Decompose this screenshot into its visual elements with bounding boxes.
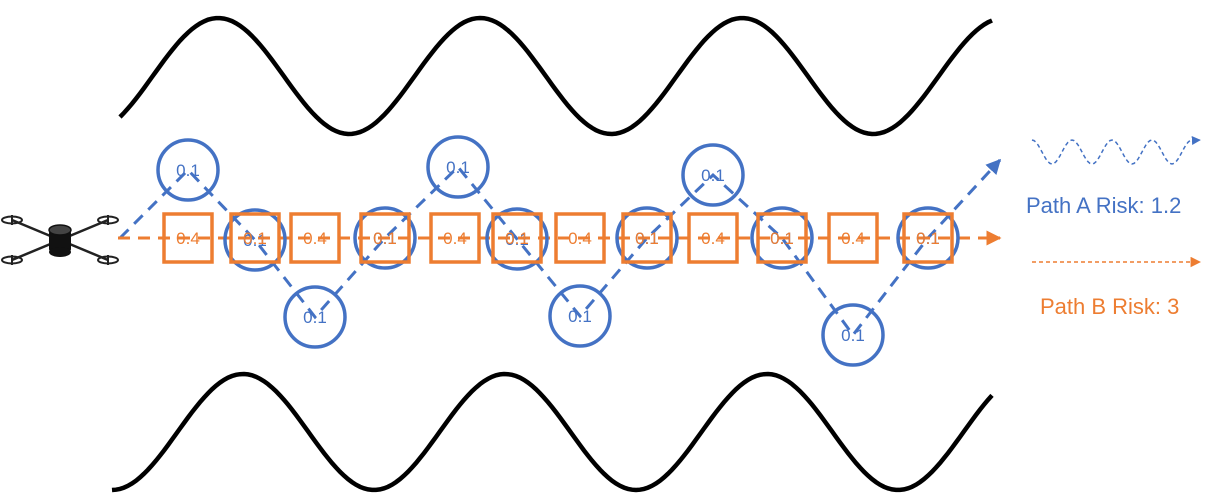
path-a-node-6 <box>485 207 549 271</box>
legend-path-a-label: Path A Risk: 1.2 <box>1026 193 1181 218</box>
path-b-cell-label: 0.1 <box>505 229 529 248</box>
path-b-cell-label: 0.1 <box>635 229 659 248</box>
path-b-cell-label: 0.4 <box>701 229 725 248</box>
drone-icon <box>1 215 119 265</box>
path-a-nodes: 0.1 0.1 0.1 0.1 0.1 0.1 0.1 0.1 0.1 0.1 0.1 0.1 <box>156 135 960 367</box>
path-b-cell-7 <box>554 212 606 264</box>
path-b-cell-12 <box>902 212 954 264</box>
path-b-cell-2 <box>229 212 281 264</box>
path-b-cell-label: 0.4 <box>443 229 467 248</box>
path-a-node-5 <box>426 135 490 199</box>
path-b-cell-1 <box>162 212 214 264</box>
path-a-node-label: 0.1 <box>841 326 865 345</box>
path-a-node-label: 0.1 <box>770 229 794 248</box>
path-a-node-label: 0.1 <box>568 307 592 326</box>
path-a-node-label: 0.1 <box>916 229 940 248</box>
path-a-node-label: 0.1 <box>635 229 659 248</box>
path-a-route <box>118 158 1002 338</box>
path-b-cells: 0.4 0.1 0.4 0.1 0.4 0.1 0.4 0.1 0.4 0.1 0.4 0.1 <box>162 212 954 264</box>
path-a-node-4 <box>353 206 417 270</box>
path-a-node-12 <box>896 206 960 270</box>
path-b-cell-11 <box>827 212 879 264</box>
path-b-cell-6 <box>491 212 543 264</box>
legend-path-a-line <box>1031 135 1201 165</box>
path-b-cell-9 <box>687 212 739 264</box>
path-a-node-label: 0.1 <box>303 308 327 327</box>
path-a-node-11 <box>821 303 885 367</box>
path-b-cell-label: 0.4 <box>303 229 327 248</box>
bottom-wall <box>111 371 994 493</box>
path-a-node-9 <box>681 143 745 207</box>
path-a-node-7 <box>548 284 612 348</box>
path-b-cell-label: 0.1 <box>770 229 794 248</box>
path-a-node-label: 0.1 <box>176 161 200 180</box>
path-a-node-10 <box>750 206 814 270</box>
path-a-node-8 <box>615 206 679 270</box>
path-b-cell-label: 0.1 <box>916 229 940 248</box>
path-a-node-label: 0.1 <box>446 158 470 177</box>
path-a-node-1 <box>156 138 220 202</box>
path-b-cell-label: 0.4 <box>568 229 592 248</box>
path-b-cell-10 <box>756 212 808 264</box>
path-a-node-label: 0.1 <box>701 166 725 185</box>
top-wall <box>118 15 993 137</box>
path-b-cell-label: 0.4 <box>176 229 200 248</box>
path-b-cell-label: 0.1 <box>373 229 397 248</box>
path-a-node-2 <box>223 208 287 272</box>
legend-path-b-label: Path B Risk: 3 <box>1040 294 1179 319</box>
path-a-node-3 <box>283 285 347 349</box>
path-b-cell-label: 0.1 <box>243 229 267 248</box>
path-b-cell-3 <box>289 212 341 264</box>
path-b-cell-8 <box>621 212 673 264</box>
path-b-cell-label: 0.4 <box>841 229 865 248</box>
path-a-node-label: 0.1 <box>505 230 529 249</box>
path-a-node-label: 0.1 <box>243 231 267 250</box>
path-a-node-label: 0.1 <box>373 229 397 248</box>
path-b-cell-4 <box>359 212 411 264</box>
path-b-cell-5 <box>429 212 481 264</box>
